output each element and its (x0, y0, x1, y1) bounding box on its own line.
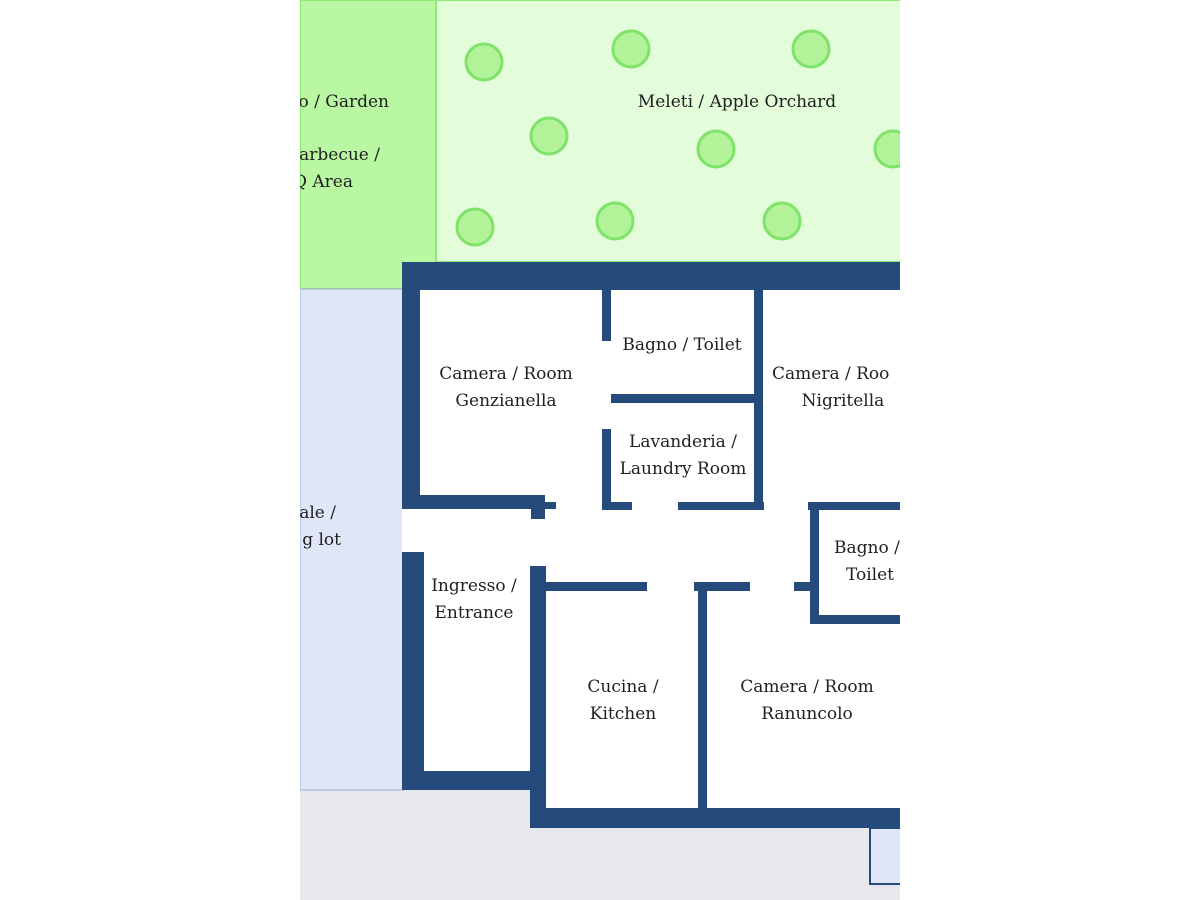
label-bath1: Bagno / Toilet (622, 335, 741, 355)
label-bbq-2: Q Area (300, 172, 353, 192)
label-genzianella-2: Genzianella (455, 391, 556, 411)
wall-bath2-bottom (810, 615, 900, 624)
garden-area (300, 0, 437, 290)
wall-kitchen-ranuncolo (698, 582, 707, 810)
wall-genzianella-tip (545, 502, 556, 509)
orchard-area (435, 0, 900, 263)
wall-genzianella-bottom (402, 495, 545, 509)
wall-left-lower (402, 552, 424, 790)
wall-laundry-bottom-right (678, 502, 764, 510)
label-parking-2: g lot (302, 530, 341, 550)
wall-left-upper (402, 262, 420, 509)
wall-bottom (532, 808, 900, 828)
side-strip (869, 827, 900, 885)
walls (402, 262, 900, 828)
apple-tree (455, 207, 495, 247)
wall-entrance-bottom (402, 771, 542, 790)
apple-tree (464, 42, 504, 82)
label-entrance-2: Entrance (435, 603, 514, 623)
apple-tree (791, 29, 831, 69)
wall-kitchen-top (546, 582, 647, 591)
label-parking-1: ale / (300, 503, 336, 523)
label-kitchen-2: Kitchen (590, 704, 656, 724)
parking-area (300, 288, 405, 791)
floor-plan-svg: o / Garden arbecue / Q Area Meleti / App… (300, 0, 900, 900)
wall-ranuncolo-top (694, 582, 750, 591)
wall-top (402, 262, 900, 290)
label-nigritella-1: Camera / Roo (772, 364, 889, 384)
apple-tree (529, 116, 569, 156)
label-orchard: Meleti / Apple Orchard (638, 92, 837, 112)
label-bath2-2: Toilet (846, 565, 894, 585)
label-entrance-1: Ingresso / (431, 576, 517, 596)
apple-tree (873, 129, 900, 169)
label-ranuncolo-1: Camera / Room (740, 677, 874, 697)
label-genzianella-1: Camera / Room (439, 364, 573, 384)
label-nigritella-2: Nigritella (802, 391, 885, 411)
label-bath2-1: Bagno / (834, 538, 900, 558)
label-garden: o / Garden (300, 92, 389, 112)
label-laundry-2: Laundry Room (620, 459, 747, 479)
wall-bath2-left (810, 510, 819, 623)
wall-nigritella-bottom (808, 502, 900, 510)
wall-entrance-right (530, 566, 546, 828)
label-kitchen-1: Cucina / (587, 677, 658, 697)
apple-tree (696, 129, 736, 169)
label-ranuncolo-2: Ranuncolo (761, 704, 853, 724)
wall-bath1-left (602, 289, 611, 341)
apple-trees (455, 29, 900, 247)
wall-bath-laundry-divider (611, 394, 761, 403)
label-laundry-1: Lavanderia / (629, 432, 737, 452)
floor-plan: o / Garden arbecue / Q Area Meleti / App… (300, 0, 900, 900)
label-bbq-1: arbecue / (300, 145, 380, 165)
wall-genzianella-stub (531, 495, 545, 519)
apple-tree (762, 201, 802, 241)
apple-tree (595, 201, 635, 241)
wall-bath2-stub (794, 582, 810, 591)
wall-laundry-right (754, 289, 763, 510)
apple-tree (611, 29, 651, 69)
wall-laundry-left (602, 429, 611, 509)
house-floor (402, 262, 900, 828)
wall-laundry-bottom-left (602, 502, 632, 510)
labels: o / Garden arbecue / Q Area Meleti / App… (300, 92, 900, 724)
